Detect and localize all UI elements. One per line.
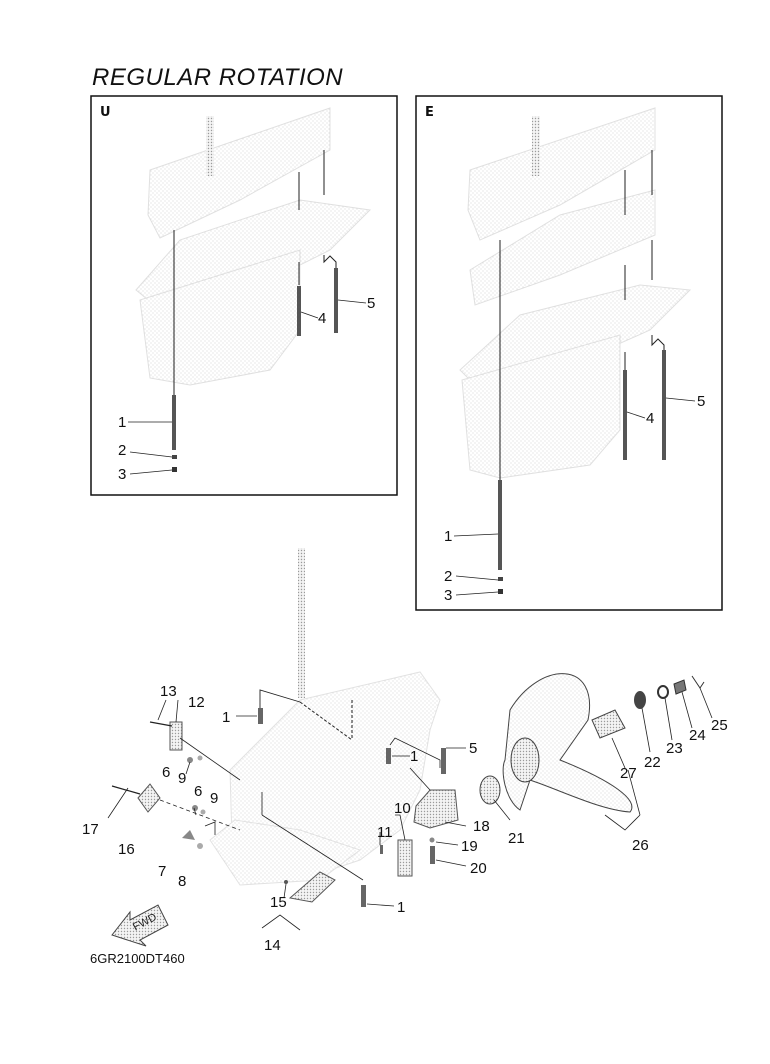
callout-15: 15 [270, 894, 287, 911]
callout-8: 8 [178, 873, 186, 890]
part-8 [197, 843, 203, 849]
nut-3-e [498, 589, 503, 594]
callout-e-1: 1 [444, 528, 452, 545]
bolt-1-top [258, 708, 263, 724]
callout-26: 26 [632, 837, 649, 854]
part-19 [429, 837, 435, 843]
callout-u-1: 1 [118, 414, 126, 431]
callout-18: 18 [473, 818, 490, 835]
extension-e [469, 189, 656, 306]
main-exploded-view: FWD 6GR2100DT460 1 1 1 5 6 6 7 8 9 9 10 … [82, 548, 728, 966]
callout-13: 13 [160, 683, 177, 700]
callout-e-3: 3 [444, 587, 452, 604]
bolt-4-e [623, 370, 627, 460]
callout-25: 25 [711, 717, 728, 734]
callout-17: 17 [82, 821, 99, 838]
callout-5: 5 [469, 740, 477, 757]
callout-1-top: 1 [222, 709, 230, 726]
callout-u-4: 4 [318, 310, 326, 327]
lower-unit [139, 249, 301, 386]
part-10 [397, 839, 413, 877]
bolt-1-mid [386, 748, 391, 764]
bolt-1-bottom [361, 885, 366, 907]
part-9-b [200, 809, 206, 815]
callout-21: 21 [508, 830, 525, 847]
nut-3 [172, 467, 177, 472]
callout-e-2: 2 [444, 568, 452, 585]
part-7 [182, 830, 195, 840]
callout-11: 11 [377, 824, 393, 841]
part-14 [288, 871, 336, 903]
stud-1 [172, 395, 176, 450]
part-6-a [187, 757, 193, 763]
panel-u: U 1 2 3 4 5 [90, 95, 398, 496]
callout-27: 27 [620, 765, 637, 782]
callout-20: 20 [470, 860, 487, 877]
diagram-code: 6GR2100DT460 [90, 951, 185, 966]
bolt-5-main [441, 748, 446, 774]
part-24 [673, 679, 687, 695]
callout-e-5: 5 [697, 393, 705, 410]
lower-unit-e [461, 334, 621, 479]
page-title: REGULAR ROTATION [92, 64, 344, 91]
part-11 [380, 845, 383, 854]
washer-2 [172, 455, 177, 459]
part-27 [591, 709, 626, 739]
callout-u-2: 2 [118, 442, 126, 459]
panel-e: E 1 2 3 4 5 [415, 95, 723, 611]
callout-19: 19 [461, 838, 478, 855]
part-18 [413, 789, 459, 829]
callout-u-3: 3 [118, 466, 126, 483]
part-6-b [192, 805, 198, 811]
callout-12: 12 [188, 694, 205, 711]
callout-14: 14 [264, 937, 281, 954]
callout-16: 16 [118, 841, 135, 858]
part-9-a [197, 755, 203, 761]
callout-6-b: 6 [194, 783, 202, 800]
upper-casing [147, 107, 331, 239]
callout-u-5: 5 [367, 295, 375, 312]
panel-e-letter: E [425, 105, 434, 120]
callout-10: 10 [394, 800, 411, 817]
part-22 [634, 691, 646, 709]
callout-1-mid: 1 [410, 748, 418, 765]
callout-1-bottom: 1 [397, 899, 405, 916]
part-15 [284, 880, 288, 884]
panel-e-frame [415, 95, 723, 611]
washer-2-e [498, 577, 503, 581]
fwd-arrow: FWD [111, 904, 169, 947]
callout-9-b: 9 [210, 790, 218, 807]
callout-e-4: 4 [646, 410, 654, 427]
drive-shaft-e [532, 116, 540, 176]
bolt-20 [430, 846, 435, 864]
part-16 [137, 783, 161, 813]
stud-1-e [498, 480, 502, 570]
callout-6-a: 6 [162, 764, 170, 781]
bolt-5-e [662, 350, 666, 460]
propeller-26 [502, 673, 633, 813]
propeller-hub [510, 737, 540, 783]
part-23 [657, 685, 669, 699]
panel-u-frame [90, 95, 398, 496]
callout-22: 22 [644, 754, 661, 771]
drive-shaft [206, 116, 214, 176]
bolt-5 [334, 268, 338, 333]
callout-7: 7 [158, 863, 166, 880]
bolt-4 [297, 286, 301, 336]
callout-24: 24 [689, 727, 706, 744]
upper-casing-e [467, 107, 656, 241]
panel-u-letter: U [100, 105, 111, 120]
skeg [209, 819, 362, 886]
callout-9-a: 9 [178, 770, 186, 787]
callout-23: 23 [666, 740, 683, 757]
part-25 [691, 675, 705, 689]
main-drive-shaft [298, 548, 305, 698]
part-21 [479, 775, 501, 805]
